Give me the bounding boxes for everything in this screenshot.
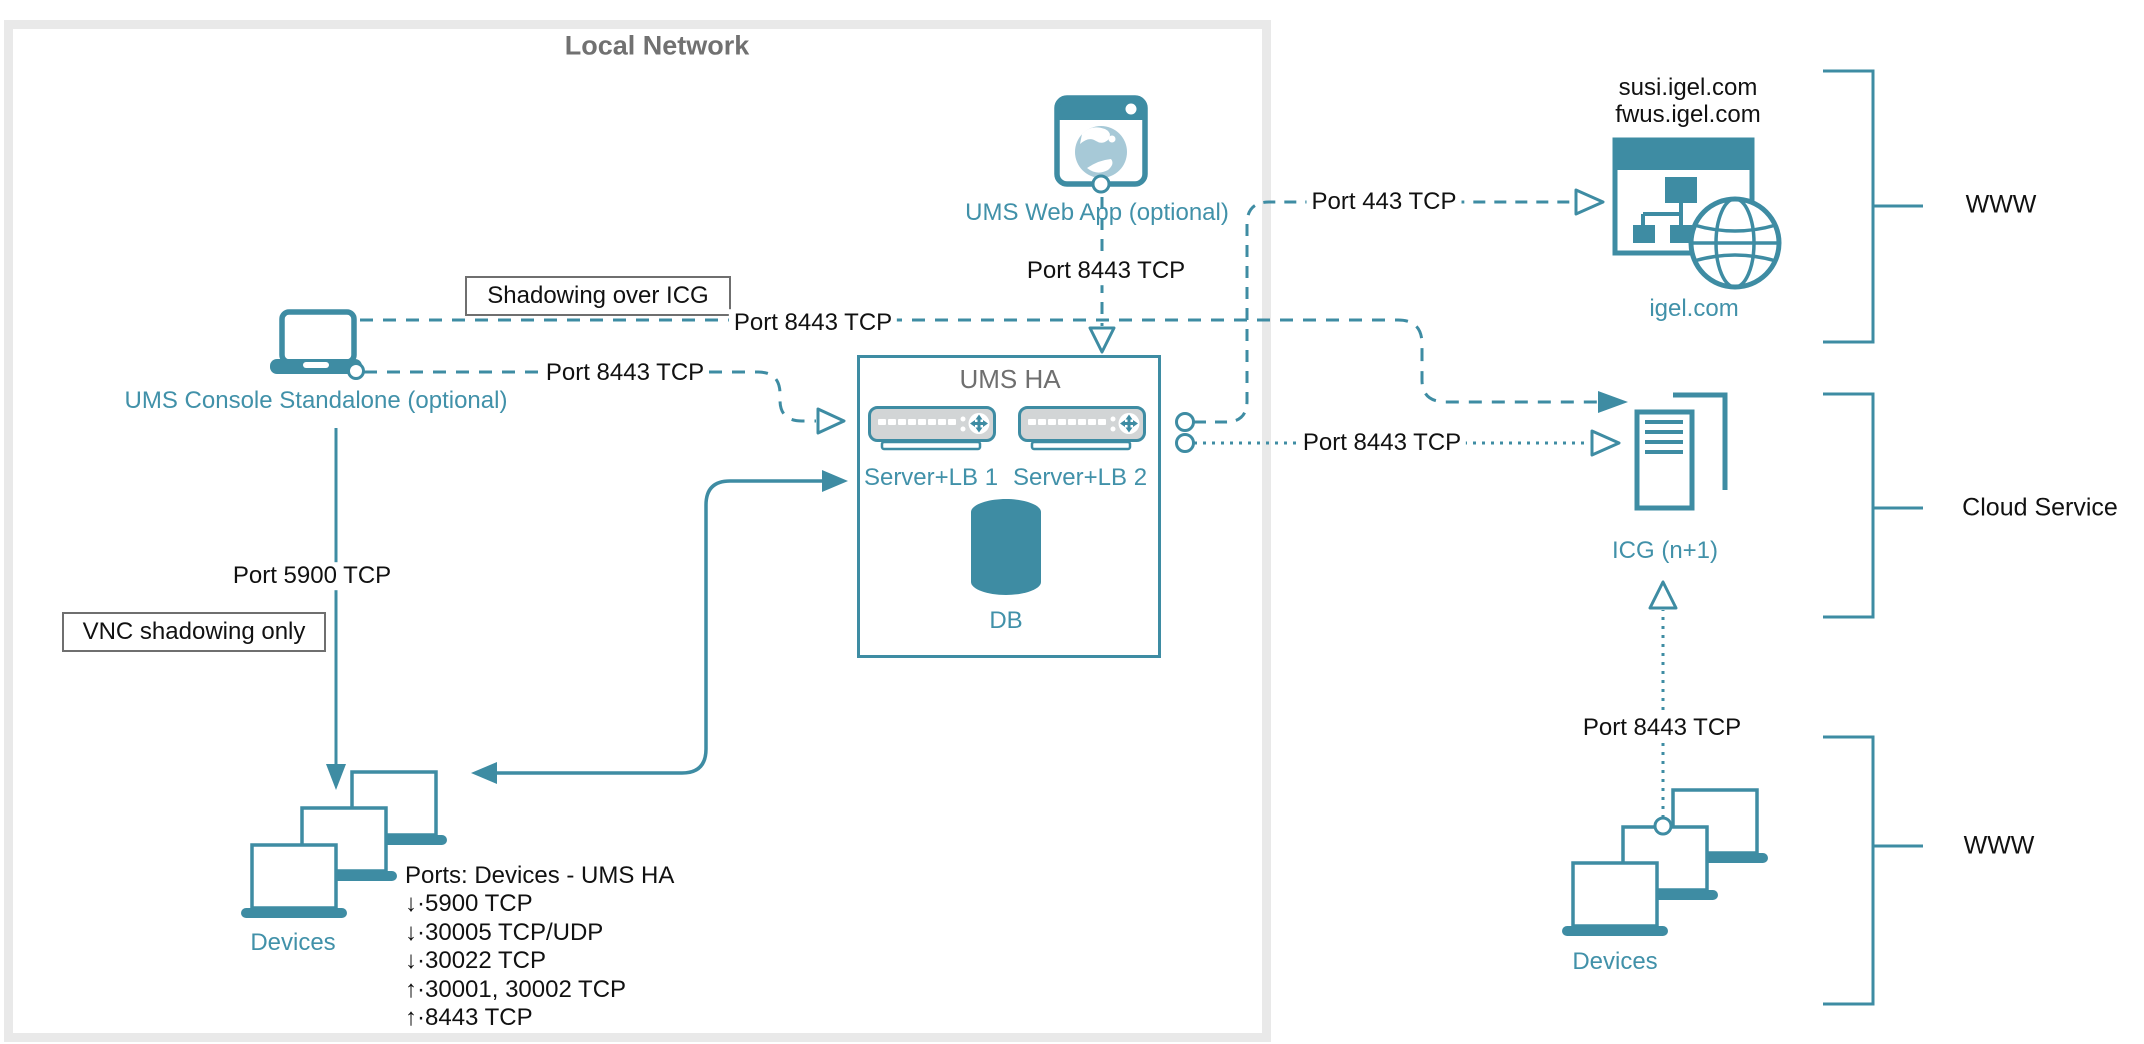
local-network-title: Local Network — [564, 30, 750, 61]
server-lb1-icon — [868, 406, 996, 459]
server-lb1-label: Server+LB 1 — [863, 464, 999, 492]
edge-devices-ha — [497, 479, 822, 775]
arrowhead-filled-left-devices — [471, 762, 497, 784]
ums-web-app-label: UMS Web App (optional) — [965, 199, 1229, 227]
ports-list-item: ↓·30022 TCP — [405, 947, 546, 975]
edge-shadowing-console-icg — [360, 318, 1598, 404]
ports-list: Ports: Devices - UMS HA ↓·5900 TCP ↓·300… — [405, 862, 674, 1032]
arrowhead-filled-right-ha — [822, 470, 848, 492]
arrowhead-open-icg — [1590, 429, 1621, 457]
database-icon — [970, 496, 1042, 603]
bracket-www-top — [1823, 69, 1923, 344]
bracket-cloud-service — [1823, 392, 1923, 619]
port-8443-devices-icg-label: Port 8443 TCP — [1577, 714, 1747, 742]
shadowing-note-box: Shadowing over ICG — [465, 276, 731, 316]
db-label: DB — [989, 607, 1023, 635]
igel-domain-2: fwus.igel.com — [1615, 101, 1761, 129]
igel-domain-1: susi.igel.com — [1618, 74, 1758, 102]
ha-connector-dot-top — [1175, 412, 1195, 432]
edge-ha-igel — [1194, 200, 1574, 424]
webapp-connector-dot — [1091, 174, 1111, 194]
ports-list-item: ↑·30001, 30002 TCP — [405, 975, 627, 1003]
server-lb2-label: Server+LB 2 — [1012, 464, 1148, 492]
devices-right-laptop-front — [1560, 861, 1670, 944]
igel-com-label: igel.com — [1649, 295, 1739, 323]
server-lb2-icon — [1018, 406, 1146, 459]
port-8443-shadowing-label: Port 8443 TCP — [728, 309, 898, 337]
igel-website-icon — [1608, 133, 1800, 334]
port-443-label: Port 443 TCP — [1306, 188, 1462, 216]
ums-console-laptop-icon — [268, 306, 372, 387]
ums-ha-title: UMS HA — [959, 364, 1061, 395]
ports-list-item: ↓·5900 TCP — [405, 890, 533, 918]
arrowhead-open-down-ha — [1088, 326, 1116, 354]
arrowhead-open-ha-left — [816, 407, 846, 435]
arrowhead-open-igel — [1574, 188, 1605, 216]
arrowhead-filled-icg — [1598, 391, 1628, 413]
icg-server-stack-icon — [1628, 388, 1732, 519]
bracket-www-bottom — [1823, 735, 1923, 1006]
icg-label: ICG (n+1) — [1611, 537, 1719, 565]
ports-list-item: ↑·8443 TCP — [405, 1004, 533, 1032]
port-8443-webapp-label: Port 8443 TCP — [1021, 257, 1191, 285]
devices-left-label: Devices — [250, 929, 336, 957]
devices-right-label: Devices — [1572, 948, 1658, 976]
edge-console-ha — [364, 370, 816, 423]
ha-connector-dot-bottom — [1175, 433, 1195, 453]
ums-console-label: UMS Console Standalone (optional) — [124, 387, 508, 415]
port-8443-console-label: Port 8443 TCP — [540, 359, 710, 387]
devices-right-connector-dot — [1653, 816, 1673, 836]
ports-list-item: ↓·30005 TCP/UDP — [405, 918, 604, 946]
vnc-note-box: VNC shadowing only — [62, 612, 326, 652]
group-cloud-service-label: Cloud Service — [1962, 493, 2118, 522]
devices-left-laptop-front — [239, 843, 349, 926]
group-www-bottom-label: WWW — [1963, 831, 2035, 860]
ports-list-title: Ports: Devices - UMS HA — [405, 862, 675, 889]
arrowhead-filled-down-devices — [326, 764, 346, 790]
group-www-top-label: WWW — [1965, 190, 2037, 219]
port-8443-ha-icg-label: Port 8443 TCP — [1297, 429, 1467, 457]
ums-web-app-icon — [1053, 94, 1149, 199]
arrowhead-open-up-icg — [1648, 580, 1678, 610]
devices-left-laptop-back — [339, 770, 449, 853]
port-5900-label: Port 5900 TCP — [227, 562, 397, 590]
